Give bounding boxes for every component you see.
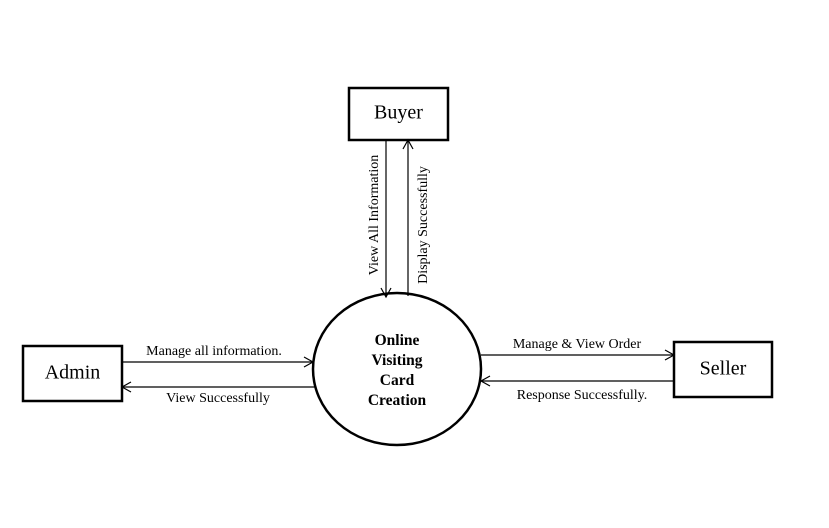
flow-seller-to-process-label: Response Successfully. [517, 388, 648, 403]
flow-admin-to-process-label: Manage all information. [146, 344, 282, 359]
buyer-entity-box [347, 86, 450, 142]
flow-process-to-buyer-arrow [402, 138, 414, 296]
flow-process-to-buyer-label: Display Successfully [416, 166, 431, 284]
process-label-line-2: Visiting [371, 352, 422, 369]
buyer-entity-label: Buyer [374, 102, 423, 124]
flow-seller-to-process-arrow [479, 375, 674, 387]
flow-process-to-seller-arrow [481, 349, 676, 361]
admin-entity-box [21, 344, 124, 403]
seller-entity-box [672, 340, 774, 399]
process-label-line-1: Online [375, 332, 420, 349]
process-label-line-4: Creation [368, 392, 427, 409]
flow-process-to-admin-arrow [120, 381, 316, 393]
flow-buyer-to-process-label: View All Information [367, 155, 382, 275]
flow-process-to-seller-label: Manage & View Order [513, 337, 642, 352]
flow-process-to-admin-label: View Successfully [166, 391, 270, 406]
process-label-line-3: Card [380, 372, 415, 389]
process-circle [311, 291, 483, 447]
flow-admin-to-process-arrow [122, 356, 315, 368]
admin-entity-label: Admin [45, 362, 101, 384]
seller-entity-label: Seller [700, 358, 747, 380]
flow-buyer-to-process-arrow [380, 140, 392, 299]
